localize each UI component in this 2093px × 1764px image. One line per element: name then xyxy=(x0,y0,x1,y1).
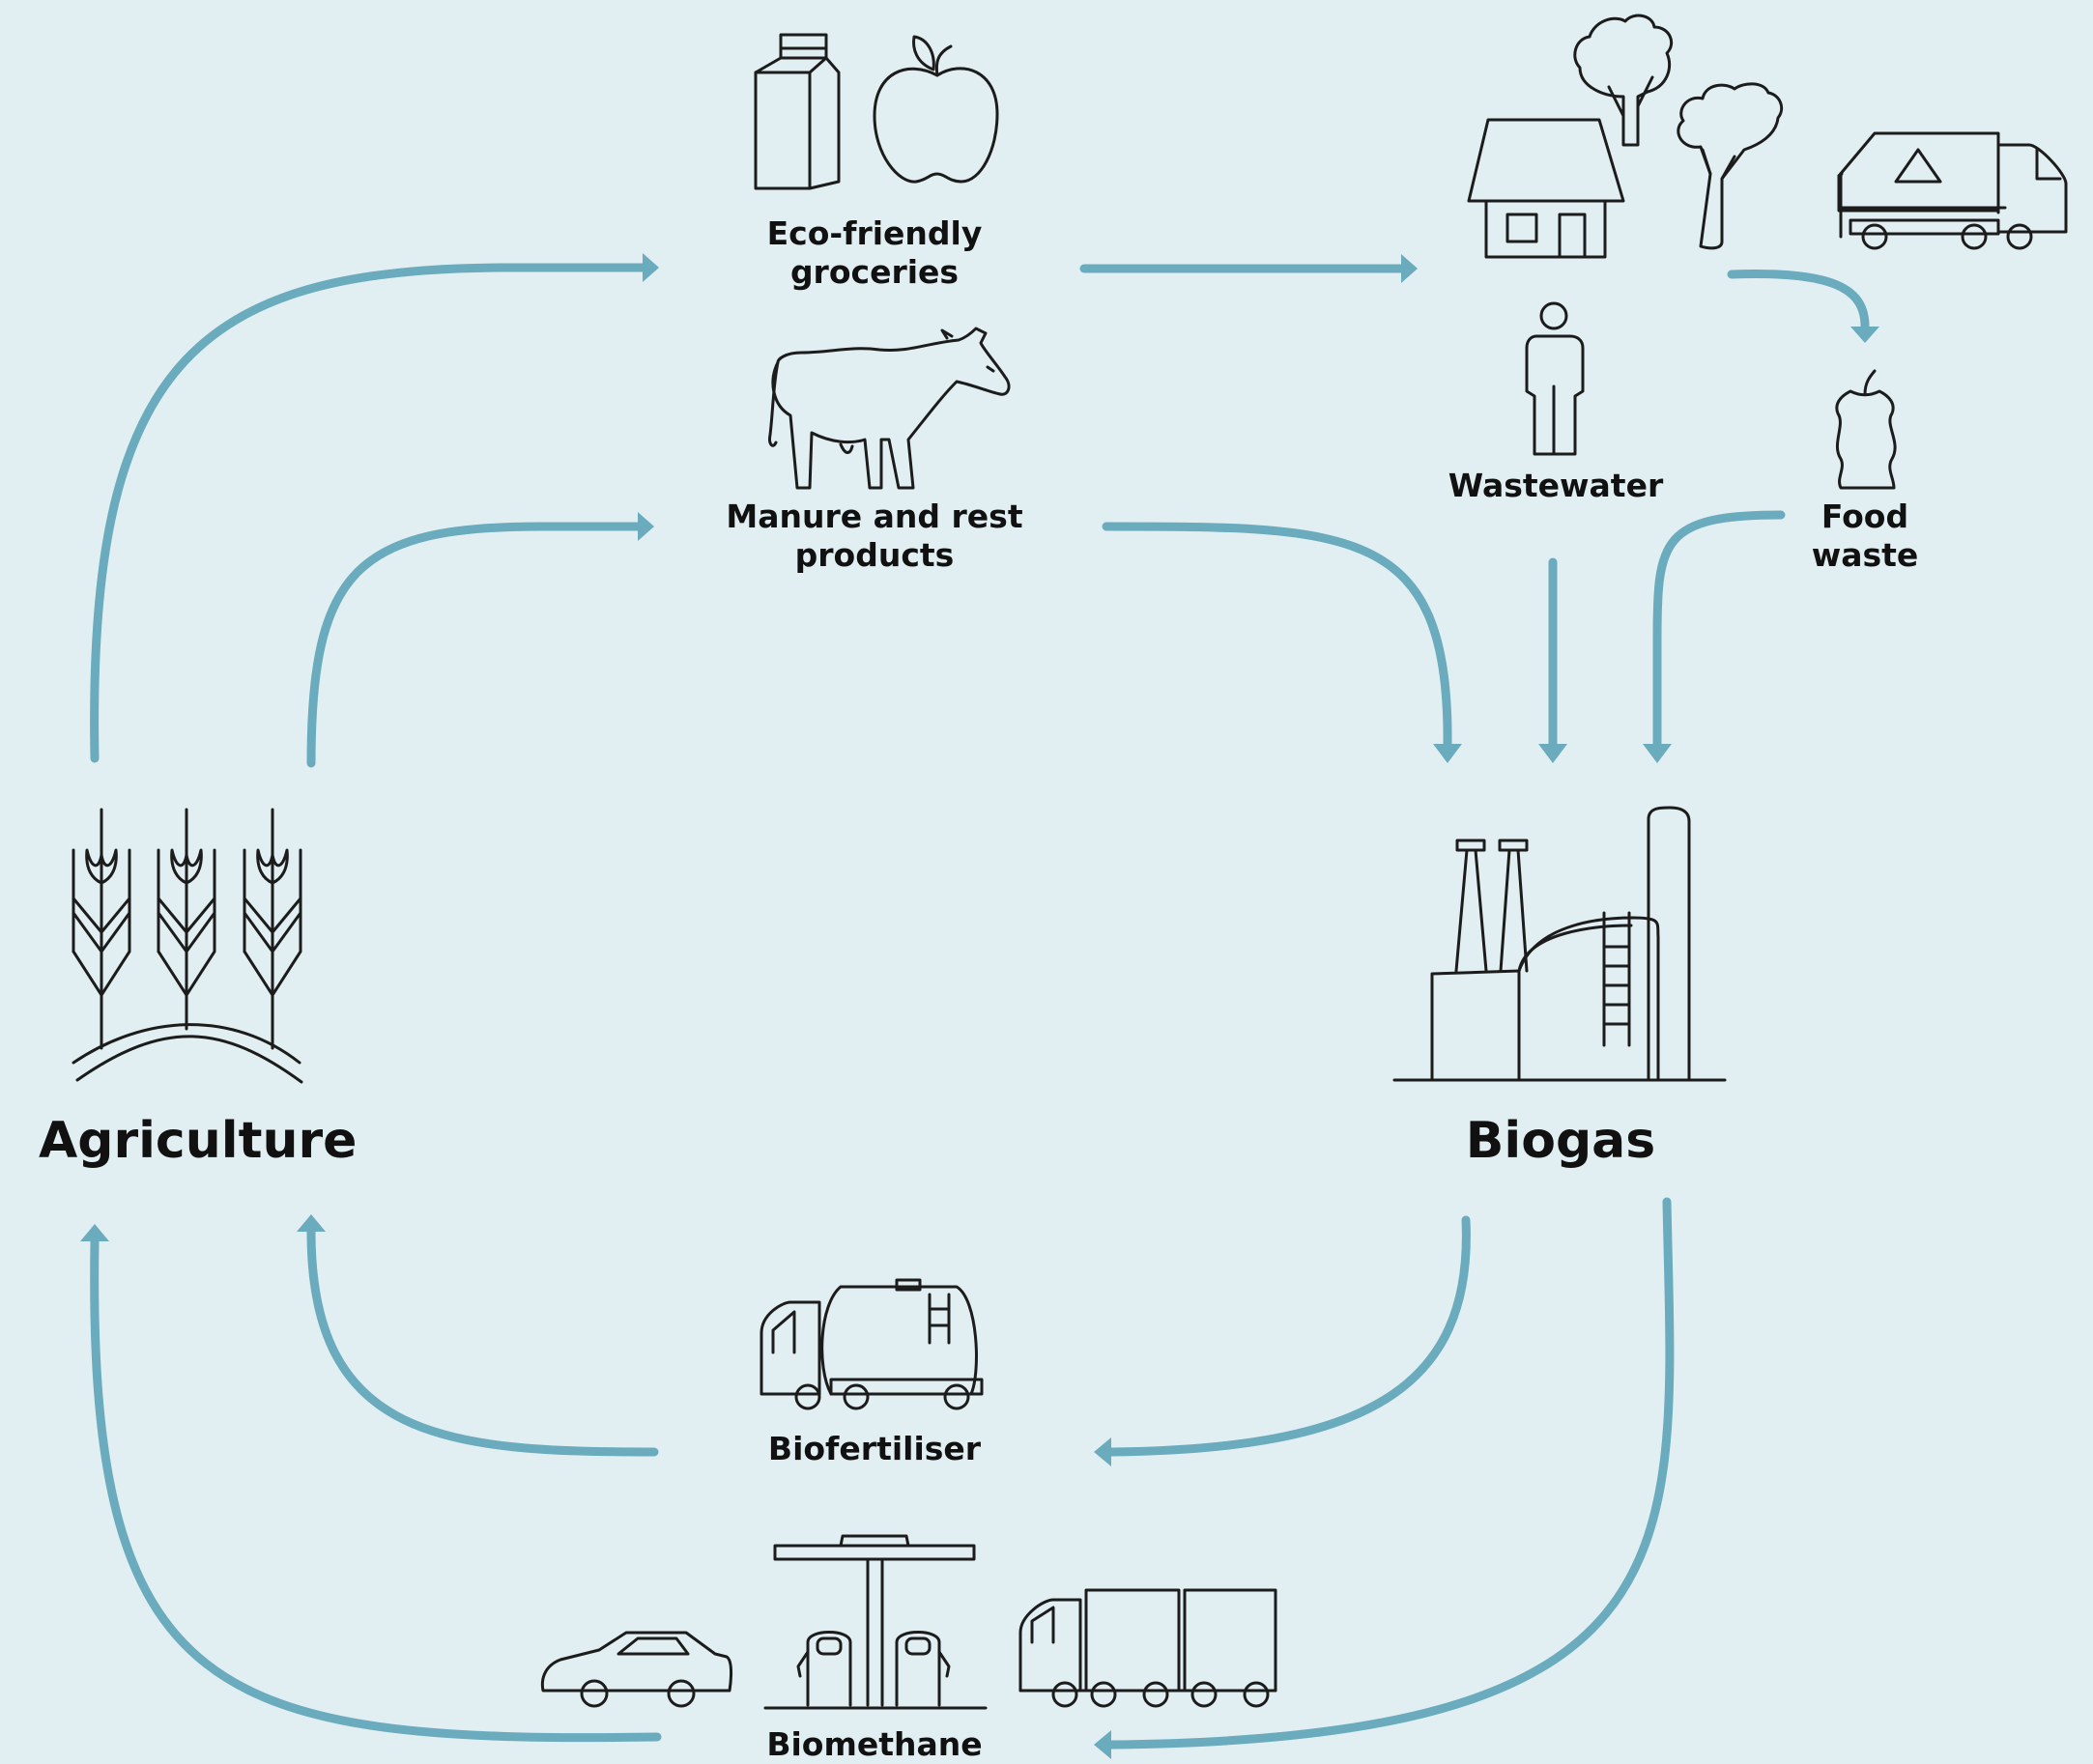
groceries-label-line1: Eco-friendly xyxy=(766,214,983,252)
tanker-truck-icon xyxy=(760,1278,984,1410)
arrow-groceries-to-household xyxy=(1079,254,1418,283)
arrow-manure-to-biogas xyxy=(1102,522,1462,763)
arrow-biogas-to-biomethane xyxy=(1094,1197,1675,1759)
biomethane-label: Biomethane xyxy=(766,1725,983,1763)
arrow-wastewater-to-biogas xyxy=(1538,557,1567,763)
arrow-agriculture-to-manure xyxy=(306,512,654,768)
food-waste-label-line2: waste xyxy=(1811,536,1919,575)
arrow-biogas-to-biofertiliser xyxy=(1094,1215,1471,1466)
apple-icon xyxy=(873,35,999,184)
arrow-agriculture-to-groceries xyxy=(90,253,659,763)
agriculture-label: Agriculture xyxy=(39,1112,358,1170)
house-icon xyxy=(1467,118,1625,259)
biofertiliser-label: Biofertiliser xyxy=(767,1430,982,1467)
apple-core-icon xyxy=(1835,369,1897,490)
garbage-truck-icon xyxy=(1837,131,2068,250)
groceries-label: Eco-friendly groceries xyxy=(720,214,1029,293)
food-waste-label-line1: Food xyxy=(1821,498,1909,535)
tree-icon xyxy=(1573,14,1673,147)
cow-icon xyxy=(768,327,1011,490)
food-waste-label: Food waste xyxy=(1783,498,1947,576)
fuel-station-icon xyxy=(763,1534,988,1710)
tree-icon xyxy=(1677,82,1784,250)
car-icon xyxy=(540,1631,732,1708)
flow-arrows xyxy=(80,253,1879,1759)
manure-label: Manure and rest products xyxy=(710,498,1039,576)
arrow-biomethane-to-agriculture xyxy=(80,1224,662,1743)
person-icon xyxy=(1525,301,1585,456)
manure-label-line1: Manure and rest xyxy=(726,498,1023,535)
manure-label-line2: products xyxy=(794,536,955,575)
wastewater-label: Wastewater xyxy=(1448,467,1664,504)
arrow-household-to-food-waste xyxy=(1727,270,1879,343)
biogas-plant-icon xyxy=(1392,806,1727,1082)
biogas-label: Biogas xyxy=(1465,1112,1656,1170)
arrow-food-waste-to-biogas xyxy=(1643,510,1786,763)
arrow-biofertiliser-to-agriculture xyxy=(297,1214,659,1457)
truck-trailer-icon xyxy=(1018,1588,1277,1708)
milk-carton-icon xyxy=(754,33,841,190)
wheat-field-icon xyxy=(72,808,303,1084)
groceries-label-line2: groceries xyxy=(789,253,960,292)
